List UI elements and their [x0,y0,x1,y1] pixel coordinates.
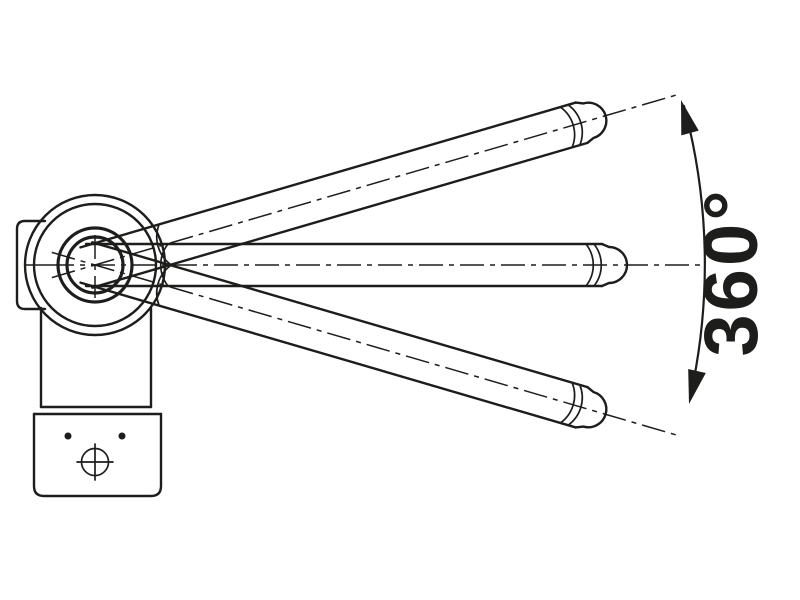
joint-outer-ring [23,193,167,337]
swivel-joint [15,193,167,337]
mounting-dot-right [118,432,126,440]
body-side-walls [39,306,153,409]
screw-cross [76,443,114,481]
faucet-base [32,306,163,498]
rotation-arc-path [682,104,706,400]
joint-left-bracket [15,219,47,311]
joint-ring-2 [32,202,158,328]
rotation-arrow-top [681,100,699,136]
rotation-angle-label: 360° [689,187,774,356]
joint-inner-ring-outer [56,226,134,304]
rotation-arrow-bottom [688,369,706,404]
screw-head [76,443,114,481]
joint-inner-ring-inner [65,235,125,295]
mounting-dot-left [64,432,72,440]
rotation-arc [681,100,706,404]
base-block-outline [32,412,163,498]
